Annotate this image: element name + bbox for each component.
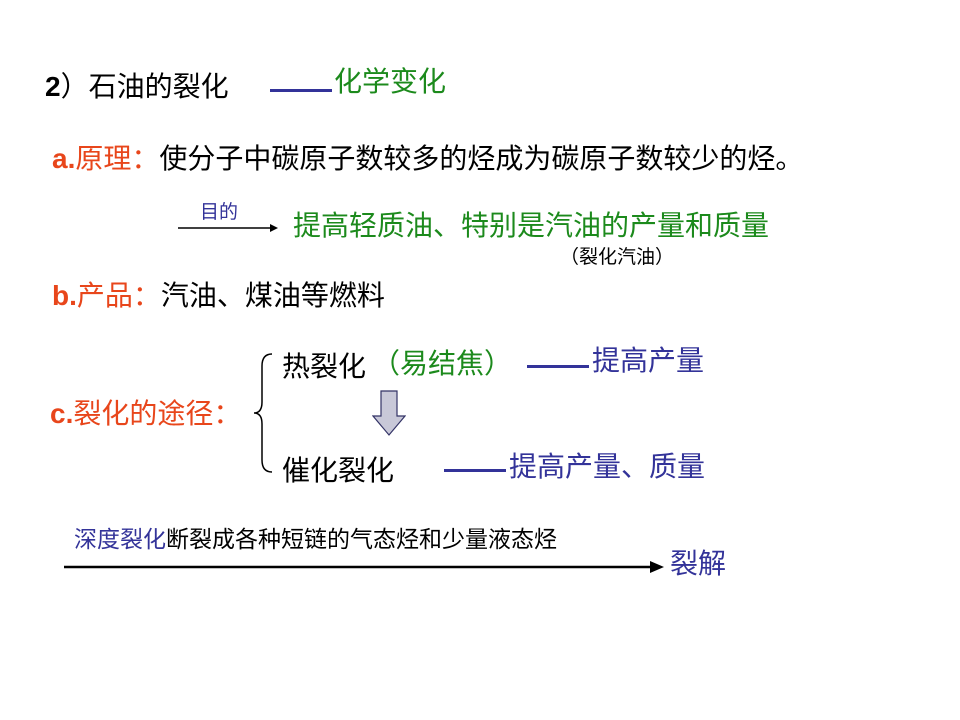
thermal-cracking: 热裂化: [282, 350, 367, 383]
principle-text: 使分子中碳原子数较多的烃成为碳原子数较少的烃。: [159, 142, 804, 175]
deep-cracking-term: 深度裂化: [74, 527, 166, 553]
products-row: b.产品：汽油、煤油等燃料: [52, 282, 385, 310]
purpose-note: （裂化汽油）: [560, 246, 675, 268]
deep-cracking-row: 深度裂化断裂成各种短链的气态烃和少量液态烃: [74, 529, 557, 552]
deep-cracking-result: 裂解: [670, 547, 727, 580]
heading-change: 化学变化: [334, 65, 447, 98]
routes-label-word: 裂化的途径：: [73, 397, 242, 430]
principle-row: a.原理：使分子中碳原子数较多的烃成为碳原子数较少的烃。: [52, 145, 803, 173]
principle-label-word: 原理：: [75, 142, 160, 175]
catalytic-cracking: 催化裂化: [282, 454, 395, 487]
catalytic-result: 提高产量、质量: [509, 450, 706, 483]
purpose-text: 提高轻质油、特别是汽油的产量和质量: [293, 209, 770, 242]
products-label: b.: [52, 280, 77, 311]
purpose-arrow: [178, 224, 278, 232]
deep-cracking-arrow: [64, 561, 664, 573]
heading-dash-line: [270, 89, 332, 92]
routes-label-row: c.裂化的途径：: [50, 400, 241, 428]
catalytic-dash-line: [444, 469, 506, 472]
purpose-arrow-label: 目的: [200, 201, 239, 223]
products-text: 汽油、煤油等燃料: [160, 279, 385, 312]
principle-label: a.: [52, 143, 76, 174]
products-label-word: 产品：: [76, 279, 161, 312]
deep-cracking-text: 断裂成各种短链的气态烃和少量液态烃: [166, 527, 557, 553]
down-arrow-icon: [372, 390, 406, 436]
heading: 2）石油的裂化: [45, 73, 229, 101]
thermal-dash-line: [527, 365, 589, 368]
thermal-note: （易结焦）: [372, 347, 513, 380]
heading-title: ）石油的裂化: [60, 70, 229, 103]
routes-label: c.: [50, 398, 74, 429]
routes-brace: [253, 353, 273, 473]
heading-number: 2: [45, 71, 61, 102]
thermal-result: 提高产量: [592, 344, 705, 377]
